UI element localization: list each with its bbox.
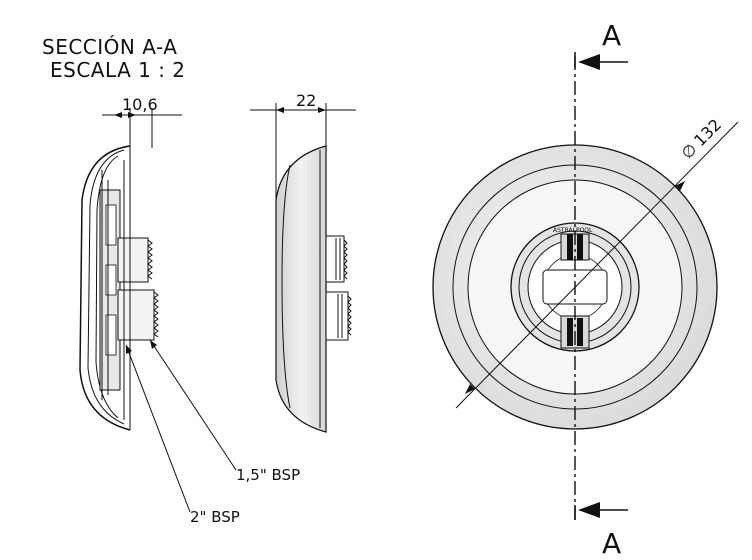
section-title: SECCIÓN A-A bbox=[42, 35, 177, 59]
section-marker-bottom: A bbox=[602, 527, 621, 560]
front-view: ASTRALPOOL ∅ 132 A A bbox=[432, 19, 739, 560]
section-view: 10,6 1,5" BSP 2" BSP bbox=[79, 95, 300, 526]
thickness-dimension: 10,6 bbox=[122, 95, 158, 114]
side-view: 22 bbox=[250, 91, 356, 433]
thread-label-large: 2" BSP bbox=[190, 508, 240, 526]
scale-label: ESCALA 1 : 2 bbox=[50, 58, 186, 82]
part-marking: ASTRALPOOL bbox=[553, 227, 593, 234]
diameter-dimension: 132 bbox=[690, 115, 725, 150]
section-marker-top: A bbox=[602, 19, 621, 52]
depth-dimension: 22 bbox=[296, 91, 316, 110]
thread-label-small: 1,5" BSP bbox=[236, 466, 300, 484]
